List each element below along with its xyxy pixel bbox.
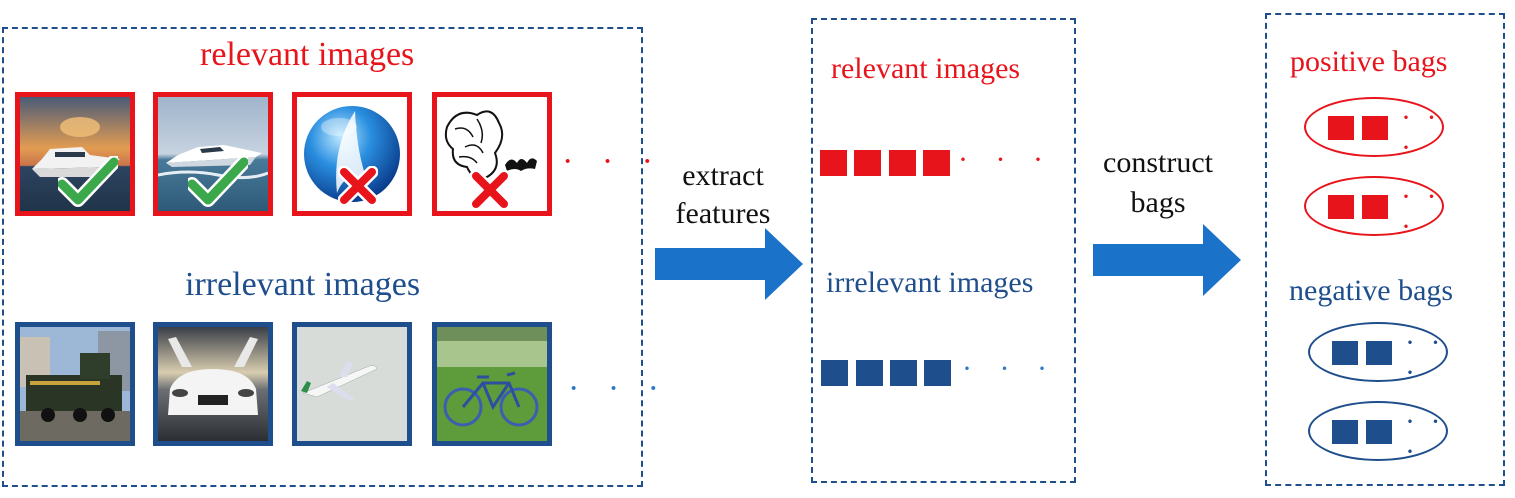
irrelevant-features-title: irrelevant images [826,266,1034,299]
irrelevant-images-ellipsis: · · · [568,370,669,407]
relevant-image-sketch [432,92,552,216]
bag-feature-square [1332,420,1358,444]
bag-ellipsis: · · · [1405,405,1445,468]
positive-bags-title: positive bags [1290,45,1448,78]
negative-bags-title: negative bags [1289,274,1454,307]
bags-panel [1265,13,1505,486]
locomotive-image [20,327,130,441]
irrelevant-image-bicycle [432,322,552,446]
irrelevant-image-airplane [292,322,412,446]
bag-feature-square [1328,195,1354,219]
extract-label-line1: extract [682,159,764,192]
check-icon [188,156,248,207]
relevant-features-ellipsis: · · · [958,143,1053,176]
negative-bag: · · · [1308,401,1448,467]
irrelevant-images-title: irrelevant images [185,266,421,303]
images-panel [2,27,643,487]
relevant-feature-square [889,150,916,176]
bag-ellipsis: · · · [1401,180,1441,243]
bag-feature-square [1362,195,1388,219]
bag-feature-square [1366,341,1392,365]
extract-features-arrow [655,228,803,300]
construct-label-line1: construct [1103,146,1213,179]
irrelevant-feature-square [821,360,848,386]
irrelevant-feature-square [856,360,883,386]
sketch-drawing-image [437,97,547,211]
relevant-feature-square [854,150,881,176]
relevant-images-title: relevant images [200,36,415,73]
bag-ellipsis: · · · [1405,326,1445,389]
irrelevant-feature-square [924,360,951,386]
relevant-feature-square [923,150,950,176]
relevant-features-title: relevant images [831,52,1021,85]
irrelevant-feature-square [890,360,917,386]
bag-ellipsis: · · · [1401,101,1441,164]
bag-feature-square [1366,420,1392,444]
negative-bag: · · · [1308,322,1448,388]
bag-feature-square [1332,341,1358,365]
relevant-feature-square [820,150,847,176]
positive-bag: · · · [1304,176,1444,242]
construct-bags-label: construct bags [1088,143,1228,223]
irrelevant-image-sports-car [153,322,273,446]
features-panel [811,18,1076,483]
bag-feature-square [1362,116,1388,140]
bicycle-on-grass-image [437,327,547,441]
construct-label-line2: bags [1130,186,1186,219]
check-icon [58,156,118,207]
cross-icon [338,166,378,206]
construct-bags-arrow [1093,224,1241,296]
airplane-image [297,327,407,441]
white-sports-car-image [158,327,268,441]
irrelevant-image-locomotive [15,322,135,446]
extract-features-label: extract features [668,157,778,233]
extract-label-line2: features [675,197,771,230]
bag-feature-square [1328,116,1354,140]
positive-bag: · · · [1304,97,1444,163]
relevant-images-ellipsis: · · · [562,143,663,180]
cross-icon [470,170,510,210]
irrelevant-features-ellipsis: · · · [962,352,1057,385]
